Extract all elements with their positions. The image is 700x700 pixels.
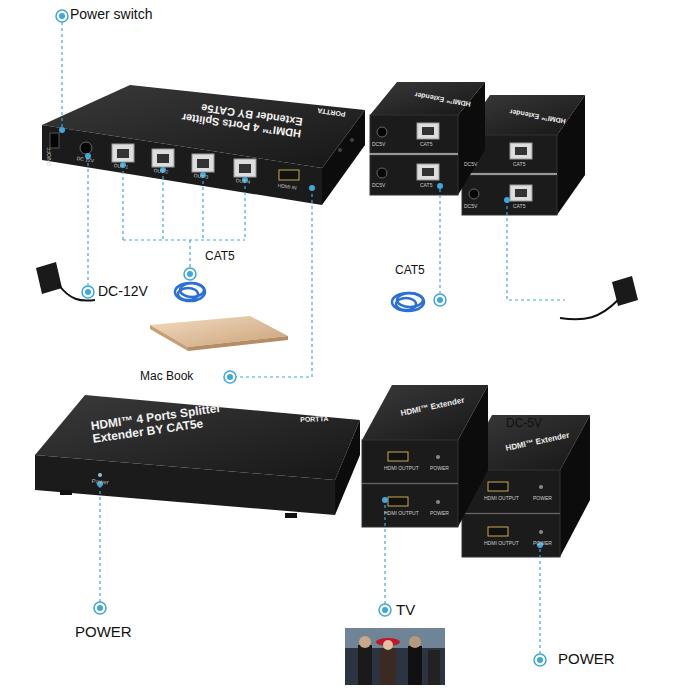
port-label: POWER [430,511,449,517]
port-label: DC5V [464,162,477,168]
callout-label: CAT5 [395,264,425,277]
brand-mark: PORTTA [300,415,329,424]
callout-label: CAT5 [205,250,235,263]
port-label: HDMI OUTPUT [484,496,519,502]
callout-markers [56,10,546,666]
port-label: DC5V [372,142,385,148]
callout-label: POWER [75,624,132,641]
port-label: CAT5 [420,142,432,148]
callout-label: Power switch [70,7,152,22]
receiver-units [362,385,590,557]
laptop [150,316,288,351]
power-adapter [36,262,638,319]
receiver-units [370,82,585,215]
port-label: CAT5 [513,204,525,210]
port-label: ON/OFF [47,147,53,166]
port-label: HDMI OUTPUT [384,511,419,517]
callout-label: DC-5V [506,417,542,430]
port-label: POWER [533,496,552,502]
port-label: POWER [430,466,449,472]
port-label: HDMI OUTPUT [384,466,419,472]
splitter-unit [35,395,360,518]
port-label: CAT5 [420,183,432,189]
callout-label: Mac Book [140,370,193,383]
cat5-cable [175,283,424,311]
port-label: HDMI OUTPUT [484,541,519,547]
callout-label: DC-12V [98,284,148,299]
callout-label: TV [396,602,415,619]
led-label: Power [91,478,109,486]
port-label: DC5V [464,204,477,210]
port-label: DC5V [372,183,385,189]
tv-screen [345,628,445,685]
leader-lines [62,22,565,654]
port-label: CAT5 [513,162,525,168]
port-label: POWER [533,541,552,547]
callout-label: POWER [558,651,615,668]
